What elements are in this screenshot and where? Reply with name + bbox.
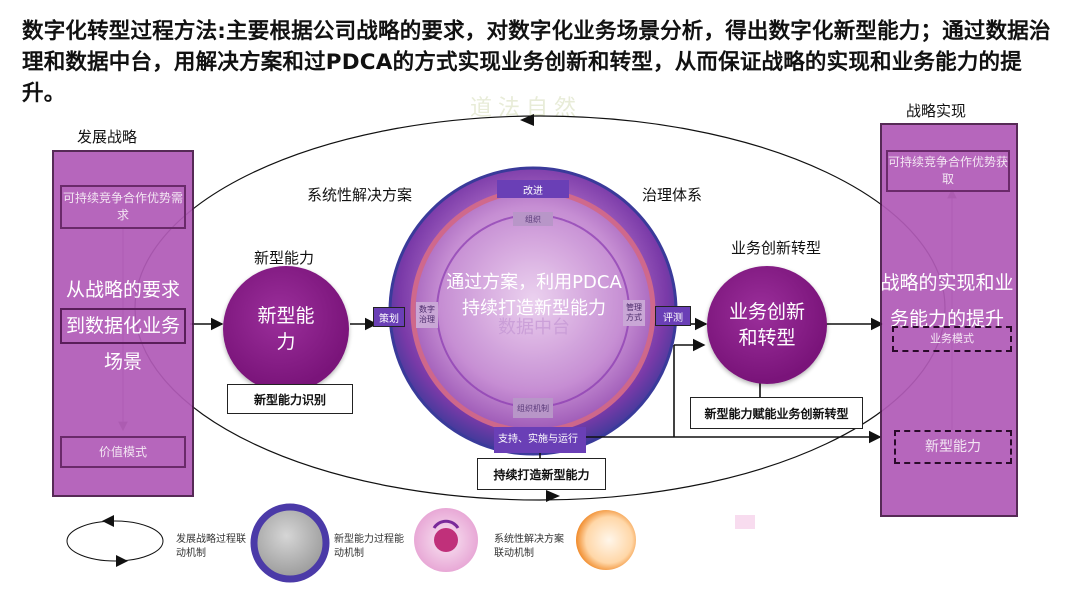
left-box-top: 可持续竞争合作优势需求 (60, 185, 186, 229)
page-title: 数字化转型过程方法:主要根据公司战略的要求，对数字化业务场景分析，得出数字化新型… (22, 19, 1051, 106)
left-box-mid (60, 308, 186, 344)
innovation-heading: 业务创新转型 (731, 239, 822, 257)
tag-inner-org: 组织 (513, 212, 553, 226)
new-capability-heading: 新型能力 (254, 249, 315, 267)
right-box-bottom: 新型能力 (894, 430, 1012, 464)
tag-plan: 策划 (373, 307, 405, 327)
center-circle-text: 通过方案，利用PDCA持续打造新型能力 (446, 272, 622, 319)
innovation-circle: 业务创新和转型 (707, 266, 827, 384)
center-faint-text: 数据中台 (498, 317, 570, 338)
right-result-column (880, 123, 1018, 517)
left-strategy-column (52, 150, 194, 497)
watermark: 道法自然 (470, 96, 583, 121)
tag-inner-bottom: 组织机制 (513, 398, 553, 418)
continuous-box: 持续打造新型能力 (477, 458, 606, 490)
right-big-text: 战略的实现和业务能力的提升 (880, 272, 1014, 330)
legend-label-3: 系统性解决方案联动机制 (494, 534, 564, 559)
right-box-top: 可持续竞争合作优势获取 (886, 150, 1010, 192)
tag-support: 支持、实施与运行 (494, 427, 586, 453)
left-big-text: 从战略的要求到数据化业务场景 (65, 279, 180, 373)
left-header: 发展战略 (77, 128, 138, 146)
system-solution-label: 系统性解决方案 (307, 186, 413, 204)
empower-box: 新型能力赋能业务创新转型 (690, 397, 863, 429)
new-capability-circle: 新型能力 (223, 266, 349, 392)
tag-improve: 改进 (497, 180, 569, 198)
right-header: 战略实现 (906, 102, 967, 120)
right-box-mid: 业务模式 (892, 326, 1012, 352)
legend-label-2: 新型能力过程能动机制 (334, 534, 404, 559)
tag-inner-right: 管理方式 (623, 300, 645, 326)
tag-evaluate: 评测 (655, 306, 691, 326)
legend-label-1: 发展战略过程联动机制 (176, 534, 246, 559)
governance-label: 治理体系 (642, 186, 703, 204)
identify-box: 新型能力识别 (227, 384, 353, 414)
tag-inner-left: 数字治理 (416, 302, 438, 328)
left-box-bottom: 价值模式 (60, 436, 186, 468)
